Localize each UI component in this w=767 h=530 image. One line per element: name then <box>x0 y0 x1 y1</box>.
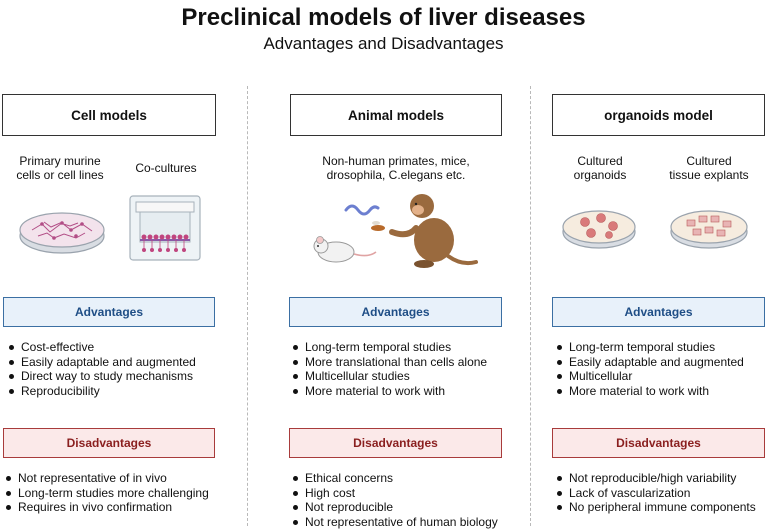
list-item: More translational than cells alone <box>291 355 487 370</box>
advantages-list: Long-term temporal studies Easily adapta… <box>555 340 744 398</box>
organoids-model-header: organoids model <box>552 94 765 136</box>
disadvantages-label: Disadvantages <box>552 428 765 458</box>
primary-cells-label: Primary murine cells or cell lines <box>16 154 104 182</box>
list-item: Easily adaptable and augmented <box>555 355 744 370</box>
page-subtitle: Advantages and Disadvantages <box>263 34 504 53</box>
disadvantages-label: Disadvantages <box>3 428 215 458</box>
cell-models-header: Cell models <box>2 94 216 136</box>
animal-species-label: Non-human primates, mice, drosophila, C.… <box>322 154 470 182</box>
organoids-model-column: organoids model Cultured organoids Cultu… <box>531 0 767 530</box>
disadvantages-list: Ethical concerns High cost Not reproduci… <box>291 471 498 529</box>
list-item: Lack of vascularization <box>555 486 756 501</box>
list-item: Long-term temporal studies <box>291 340 487 355</box>
list-item: Long-term studies more challenging <box>4 486 209 501</box>
disadvantages-list: Not reproducible/high variability Lack o… <box>555 471 756 515</box>
co-cultures-label: Co-cultures <box>135 161 197 175</box>
advantages-list: Cost-effective Easily adaptable and augm… <box>7 340 196 398</box>
animal-models-column: Animal models Non-human primates, mice, … <box>248 0 530 530</box>
list-item: Direct way to study mechanisms <box>7 369 196 384</box>
list-item: More material to work with <box>291 384 487 399</box>
petri-dish-cells-icon <box>19 212 105 254</box>
disadvantages-list: Not representative of in vivo Long-term … <box>4 471 209 515</box>
list-item: Multicellular <box>555 369 744 384</box>
list-item: Not reproducible/high variability <box>555 471 756 486</box>
list-item: No peripheral immune components <box>555 500 756 515</box>
list-item: Reproducibility <box>7 384 196 399</box>
page-title: Preclinical models of liver diseases <box>181 4 586 31</box>
list-item: High cost <box>291 486 498 501</box>
advantages-label: Advantages <box>552 297 765 327</box>
column-divider <box>247 86 248 526</box>
co-culture-well-icon <box>129 195 201 261</box>
disadvantages-label: Disadvantages <box>289 428 502 458</box>
animals-illustration-icon <box>313 194 478 268</box>
animal-models-header: Animal models <box>290 94 502 136</box>
cultured-tissue-explants-label: Cultured tissue explants <box>669 154 749 182</box>
advantages-label: Advantages <box>3 297 215 327</box>
cell-models-column: Cell models Primary murine cells or cell… <box>0 0 247 530</box>
list-item: Requires in vivo confirmation <box>4 500 209 515</box>
list-item: Cost-effective <box>7 340 196 355</box>
list-item: Long-term temporal studies <box>555 340 744 355</box>
list-item: Not representative of human biology <box>291 515 498 530</box>
list-item: Easily adaptable and augmented <box>7 355 196 370</box>
list-item: More material to work with <box>555 384 744 399</box>
advantages-list: Long-term temporal studies More translat… <box>291 340 487 398</box>
list-item: Ethical concerns <box>291 471 498 486</box>
tissue-explant-dish-icon <box>670 210 748 249</box>
list-item: Not representative of in vivo <box>4 471 209 486</box>
advantages-label: Advantages <box>289 297 502 327</box>
organoid-dish-icon <box>562 210 636 249</box>
list-item: Multicellular studies <box>291 369 487 384</box>
cultured-organoids-label: Cultured organoids <box>573 154 627 182</box>
list-item: Not reproducible <box>291 500 498 515</box>
column-divider <box>530 86 531 526</box>
